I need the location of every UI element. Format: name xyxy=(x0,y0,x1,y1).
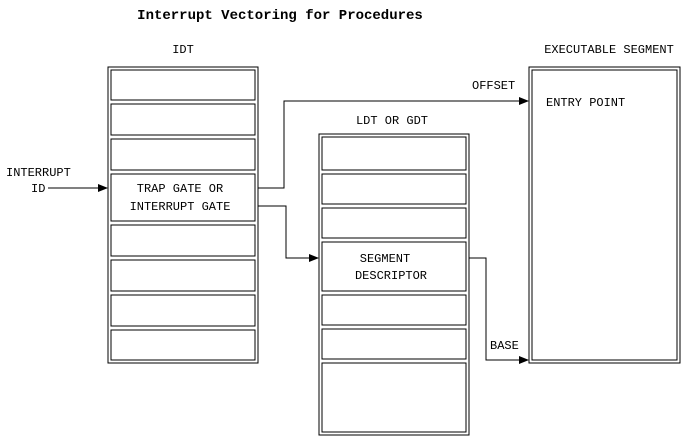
interrupt-id-label-line1: INTERRUPT xyxy=(6,166,71,180)
ldt-gdt-entry xyxy=(321,294,467,326)
idt-frame xyxy=(107,66,259,364)
executable-segment-frame xyxy=(528,66,681,364)
idt-gate-entry xyxy=(110,173,256,222)
diagram-title: Interrupt Vectoring for Procedures xyxy=(137,8,423,24)
idt-entry xyxy=(110,294,256,327)
executable-segment-inner xyxy=(531,69,678,361)
idt-gate-label-line1: TRAP GATE OR xyxy=(137,182,223,196)
executable-segment-box: ENTRY POINT xyxy=(528,66,681,364)
entry-point-label: ENTRY POINT xyxy=(546,96,625,110)
ldt-gdt-frame xyxy=(318,133,470,436)
base-arrow xyxy=(469,257,529,364)
offset-arrow xyxy=(258,97,529,189)
idt-entry xyxy=(110,329,256,361)
ldt-gdt-entry xyxy=(321,362,467,433)
idt-label: IDT xyxy=(172,43,194,57)
idt-entry xyxy=(110,103,256,136)
idt-entry xyxy=(110,69,256,101)
idt-table: TRAP GATE OR INTERRUPT GATE xyxy=(107,66,259,364)
selector-arrow xyxy=(258,205,319,262)
ldt-gdt-entry xyxy=(321,328,467,360)
interrupt-id-label-line2: ID xyxy=(31,182,45,196)
base-label: BASE xyxy=(490,339,519,353)
offset-label: OFFSET xyxy=(472,79,515,93)
idt-gate-label-line2: INTERRUPT GATE xyxy=(130,200,231,214)
ldt-gdt-entry xyxy=(321,207,467,239)
ldt-gdt-entry xyxy=(321,173,467,205)
segment-descriptor-entry xyxy=(321,241,467,292)
segment-descriptor-label-line1: SEGMENT xyxy=(360,252,410,266)
idt-entry xyxy=(110,138,256,171)
idt-entry xyxy=(110,259,256,292)
idt-entry xyxy=(110,224,256,257)
ldt-gdt-label: LDT OR GDT xyxy=(356,114,428,128)
executable-segment-label: EXECUTABLE SEGMENT xyxy=(544,43,674,57)
segment-descriptor-label-line2: DESCRIPTOR xyxy=(355,269,427,283)
ldt-gdt-entry xyxy=(321,136,467,171)
ldt-gdt-table: SEGMENT DESCRIPTOR xyxy=(318,133,470,436)
